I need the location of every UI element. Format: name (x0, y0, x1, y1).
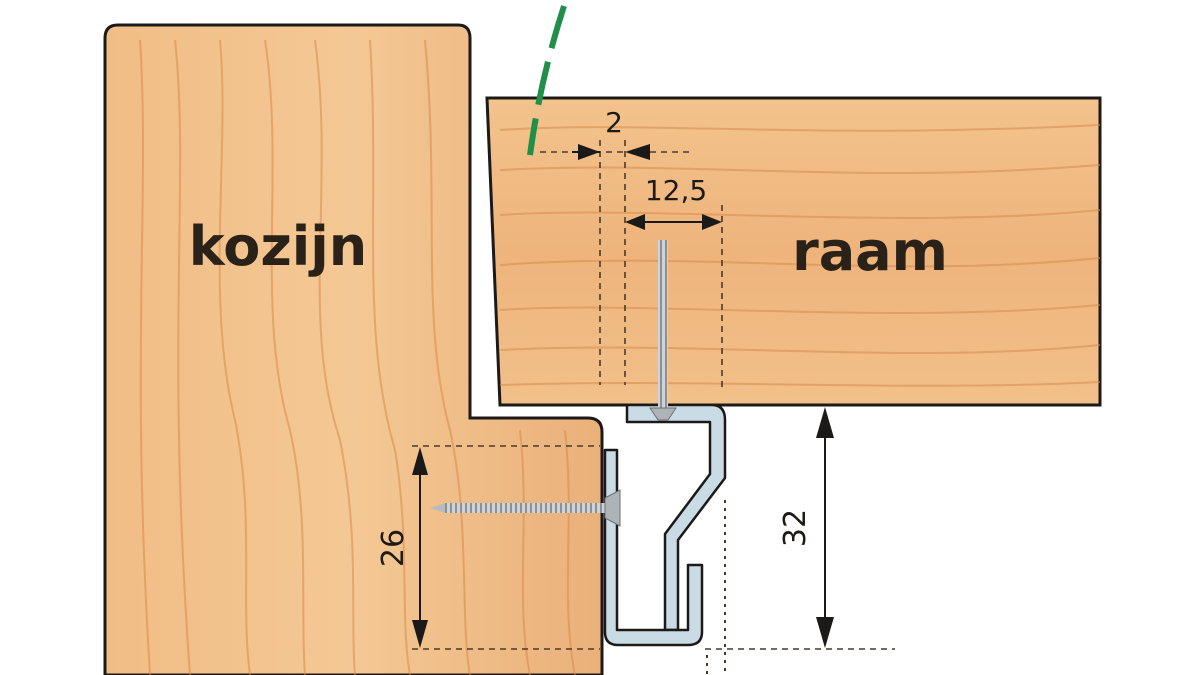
gap-dimension: 2 (605, 106, 623, 139)
profile-height-dimension: 32 (778, 509, 813, 547)
screw-offset-dimension: 12,5 (645, 174, 707, 207)
screw-horizontal (430, 489, 621, 527)
frame-label: kozijn (189, 215, 367, 278)
frame-height-dimension: 26 (376, 529, 411, 567)
window-raam (485, 96, 1102, 407)
hinge-profile (603, 403, 727, 647)
screw-vertical (649, 240, 677, 421)
window-label: raam (792, 220, 948, 283)
dimension-lines (412, 140, 895, 675)
swing-arc (527, 5, 567, 156)
